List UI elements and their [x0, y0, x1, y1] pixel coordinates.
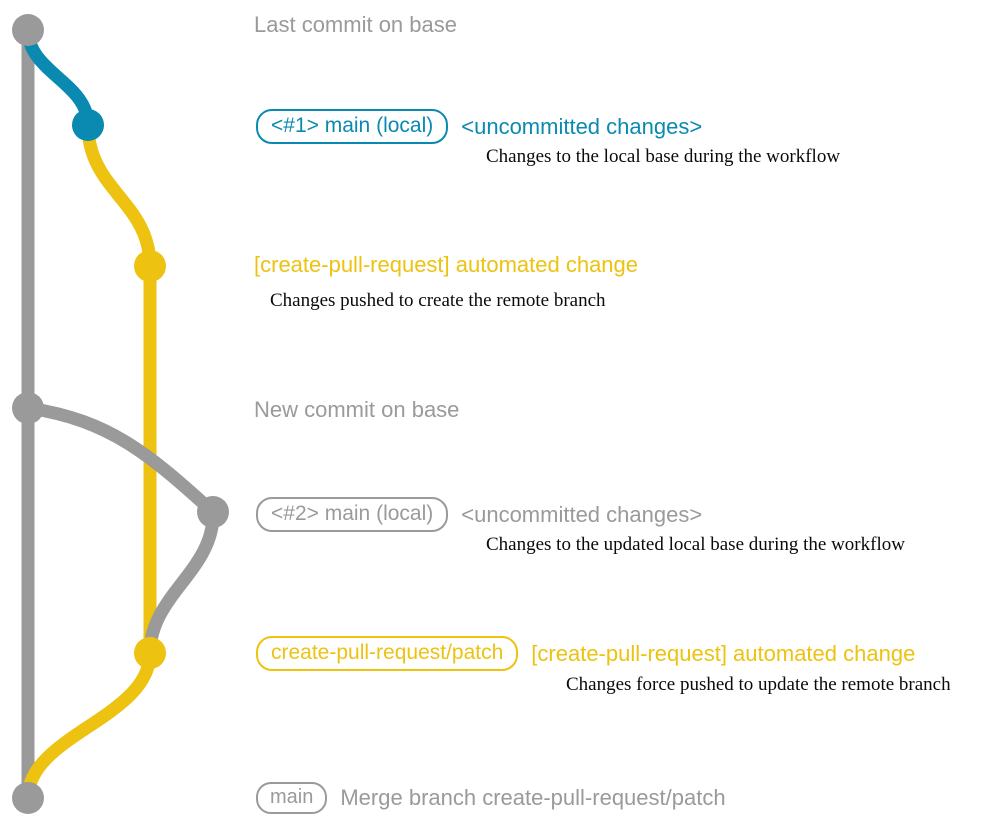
commit-note-local-2: Changes to the updated local base during…: [486, 534, 905, 555]
commit-node-patch-2[interactable]: [134, 637, 166, 669]
branch-label-main-local-1[interactable]: <#1> main (local): [256, 109, 449, 145]
commit-node-local-2[interactable]: [197, 496, 229, 528]
commit-row-patch-1: [create-pull-request] automated change: [254, 253, 638, 276]
branch-label-main[interactable]: main: [256, 782, 328, 814]
branch-label-create-pull-request-patch[interactable]: create-pull-request/patch: [256, 636, 519, 672]
commit-row-merge: main Merge branch create-pull-request/pa…: [256, 782, 726, 814]
commit-row-local-2: <#2> main (local) <uncommitted changes>: [256, 497, 703, 533]
commit-note-local-1: Changes to the local base during the wor…: [486, 146, 841, 167]
edge-local-to-patch: [81, 118, 157, 273]
commit-subject-uncommitted-changes-2: <uncommitted changes>: [461, 501, 703, 527]
edge-base-to-updated-base: [21, 401, 220, 519]
commit-subject-automated-change-1: [create-pull-request] automated change: [254, 252, 639, 277]
commit-node-patch-1[interactable]: [134, 250, 166, 282]
commit-node-base-last[interactable]: [12, 14, 44, 46]
edge-patch-merge-to-base: [21, 646, 157, 805]
commit-row-local-1: <#1> main (local) <uncommitted changes>: [256, 109, 703, 145]
commit-subject-last-commit-on-base: Last commit on base: [254, 12, 457, 37]
commit-subject-merge-branch: Merge branch create-pull-request/patch: [340, 785, 726, 811]
commit-node-merge[interactable]: [12, 782, 44, 814]
commit-node-base-new[interactable]: [12, 392, 44, 424]
branch-label-main-local-2[interactable]: <#2> main (local): [256, 497, 449, 533]
commit-subject-automated-change-2: [create-pull-request] automated change: [531, 640, 916, 666]
commit-note-patch-2: Changes force pushed to update the remot…: [566, 674, 951, 695]
commit-row-last-commit-on-base: Last commit on base: [254, 13, 457, 36]
commit-row-new-commit-on-base: New commit on base: [254, 398, 459, 421]
commit-row-patch-2: create-pull-request/patch [create-pull-r…: [256, 636, 916, 672]
commit-node-local-1[interactable]: [72, 109, 104, 141]
commit-subject-uncommitted-changes-1: <uncommitted changes>: [461, 113, 703, 139]
commit-note-patch-1: Changes pushed to create the remote bran…: [270, 290, 606, 311]
edge-updated-base-to-patch: [143, 505, 220, 660]
commit-subject-new-commit-on-base: New commit on base: [254, 397, 460, 422]
